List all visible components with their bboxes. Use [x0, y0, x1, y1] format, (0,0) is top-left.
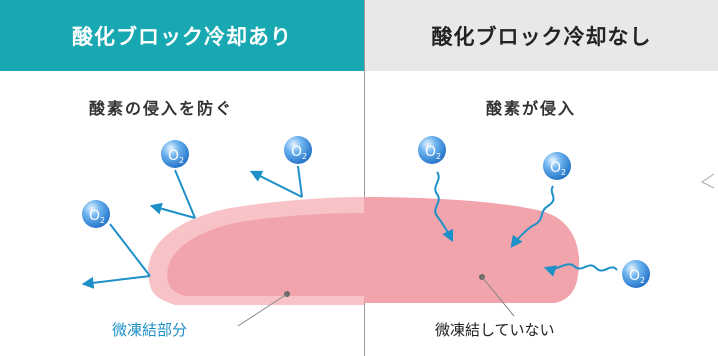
svg-text:O2: O2	[550, 160, 566, 177]
svg-text:O2: O2	[629, 268, 645, 285]
wavy-arrow-icon	[543, 263, 618, 277]
leader-line	[237, 293, 288, 327]
svg-text:O2: O2	[168, 148, 184, 165]
o2-bubble-icon: O2	[284, 136, 312, 164]
meat-right	[364, 197, 580, 303]
chevron-left-icon	[701, 173, 715, 189]
o2-bubble-icon: O2	[543, 152, 571, 180]
o2-bubble-icon: O2	[622, 260, 650, 288]
meat-inner-left	[167, 213, 364, 296]
left-subtitle: 酸素の侵入を防ぐ	[89, 99, 234, 118]
header-without-oxidation-block-cooling: 酸化ブロック冷却なし	[365, 0, 718, 71]
arrow-icon	[81, 223, 151, 289]
svg-text:O2: O2	[425, 144, 441, 161]
wavy-arrow-icon	[434, 171, 454, 243]
wavy-arrow-icon	[510, 185, 555, 248]
right-subtitle: 酸素が侵入	[486, 99, 577, 118]
arrow-icon	[249, 165, 303, 198]
right-caption: 微凍結していない	[435, 321, 555, 339]
o2-bubble-icon: O2	[418, 136, 446, 164]
svg-text:O2: O2	[89, 208, 105, 225]
arrow-icon	[149, 169, 196, 219]
header-with-oxidation-block-cooling: 酸化ブロック冷却あり	[0, 0, 364, 71]
panel-divider	[364, 0, 365, 356]
leader-line	[481, 276, 515, 317]
o2-bubble-icon: O2	[82, 200, 110, 228]
o2-bubble-icon: O2	[161, 140, 189, 168]
left-caption: 微凍結部分	[112, 321, 188, 339]
svg-text:O2: O2	[291, 144, 307, 161]
